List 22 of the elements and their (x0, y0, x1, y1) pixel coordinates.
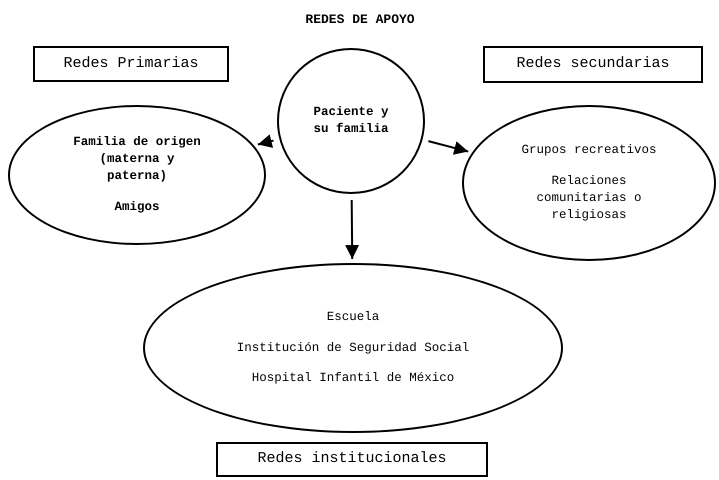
label-box (216, 442, 488, 477)
ellipse-node (8, 105, 266, 245)
arrow (428, 140, 468, 155)
node-text: Redes secundarias (516, 54, 670, 74)
node-text: Amigos (114, 198, 160, 216)
ellipse-node (277, 48, 425, 194)
diagram-title: REDES DE APOYO (304, 11, 416, 29)
arrow (258, 134, 274, 148)
label-box (483, 46, 703, 83)
ellipse-node (462, 105, 716, 261)
node-text: Familia de origen (materna y paterna) (72, 134, 202, 185)
node-text: Institución de Seguridad Social (236, 340, 470, 356)
node-text: Relaciones comunitarias o religiosas (535, 173, 643, 224)
label-box (33, 46, 229, 82)
node-text: Escuela (326, 308, 380, 326)
node-text: Redes institucionales (257, 449, 447, 470)
ellipse-node (143, 263, 563, 433)
node-text: Grupos recreativos (521, 142, 657, 160)
node-text: Hospital Infantil de México (252, 370, 454, 388)
node-text: Paciente y su familia (312, 104, 390, 138)
node-text: Redes Primarias (63, 54, 199, 74)
arrow (345, 200, 360, 259)
